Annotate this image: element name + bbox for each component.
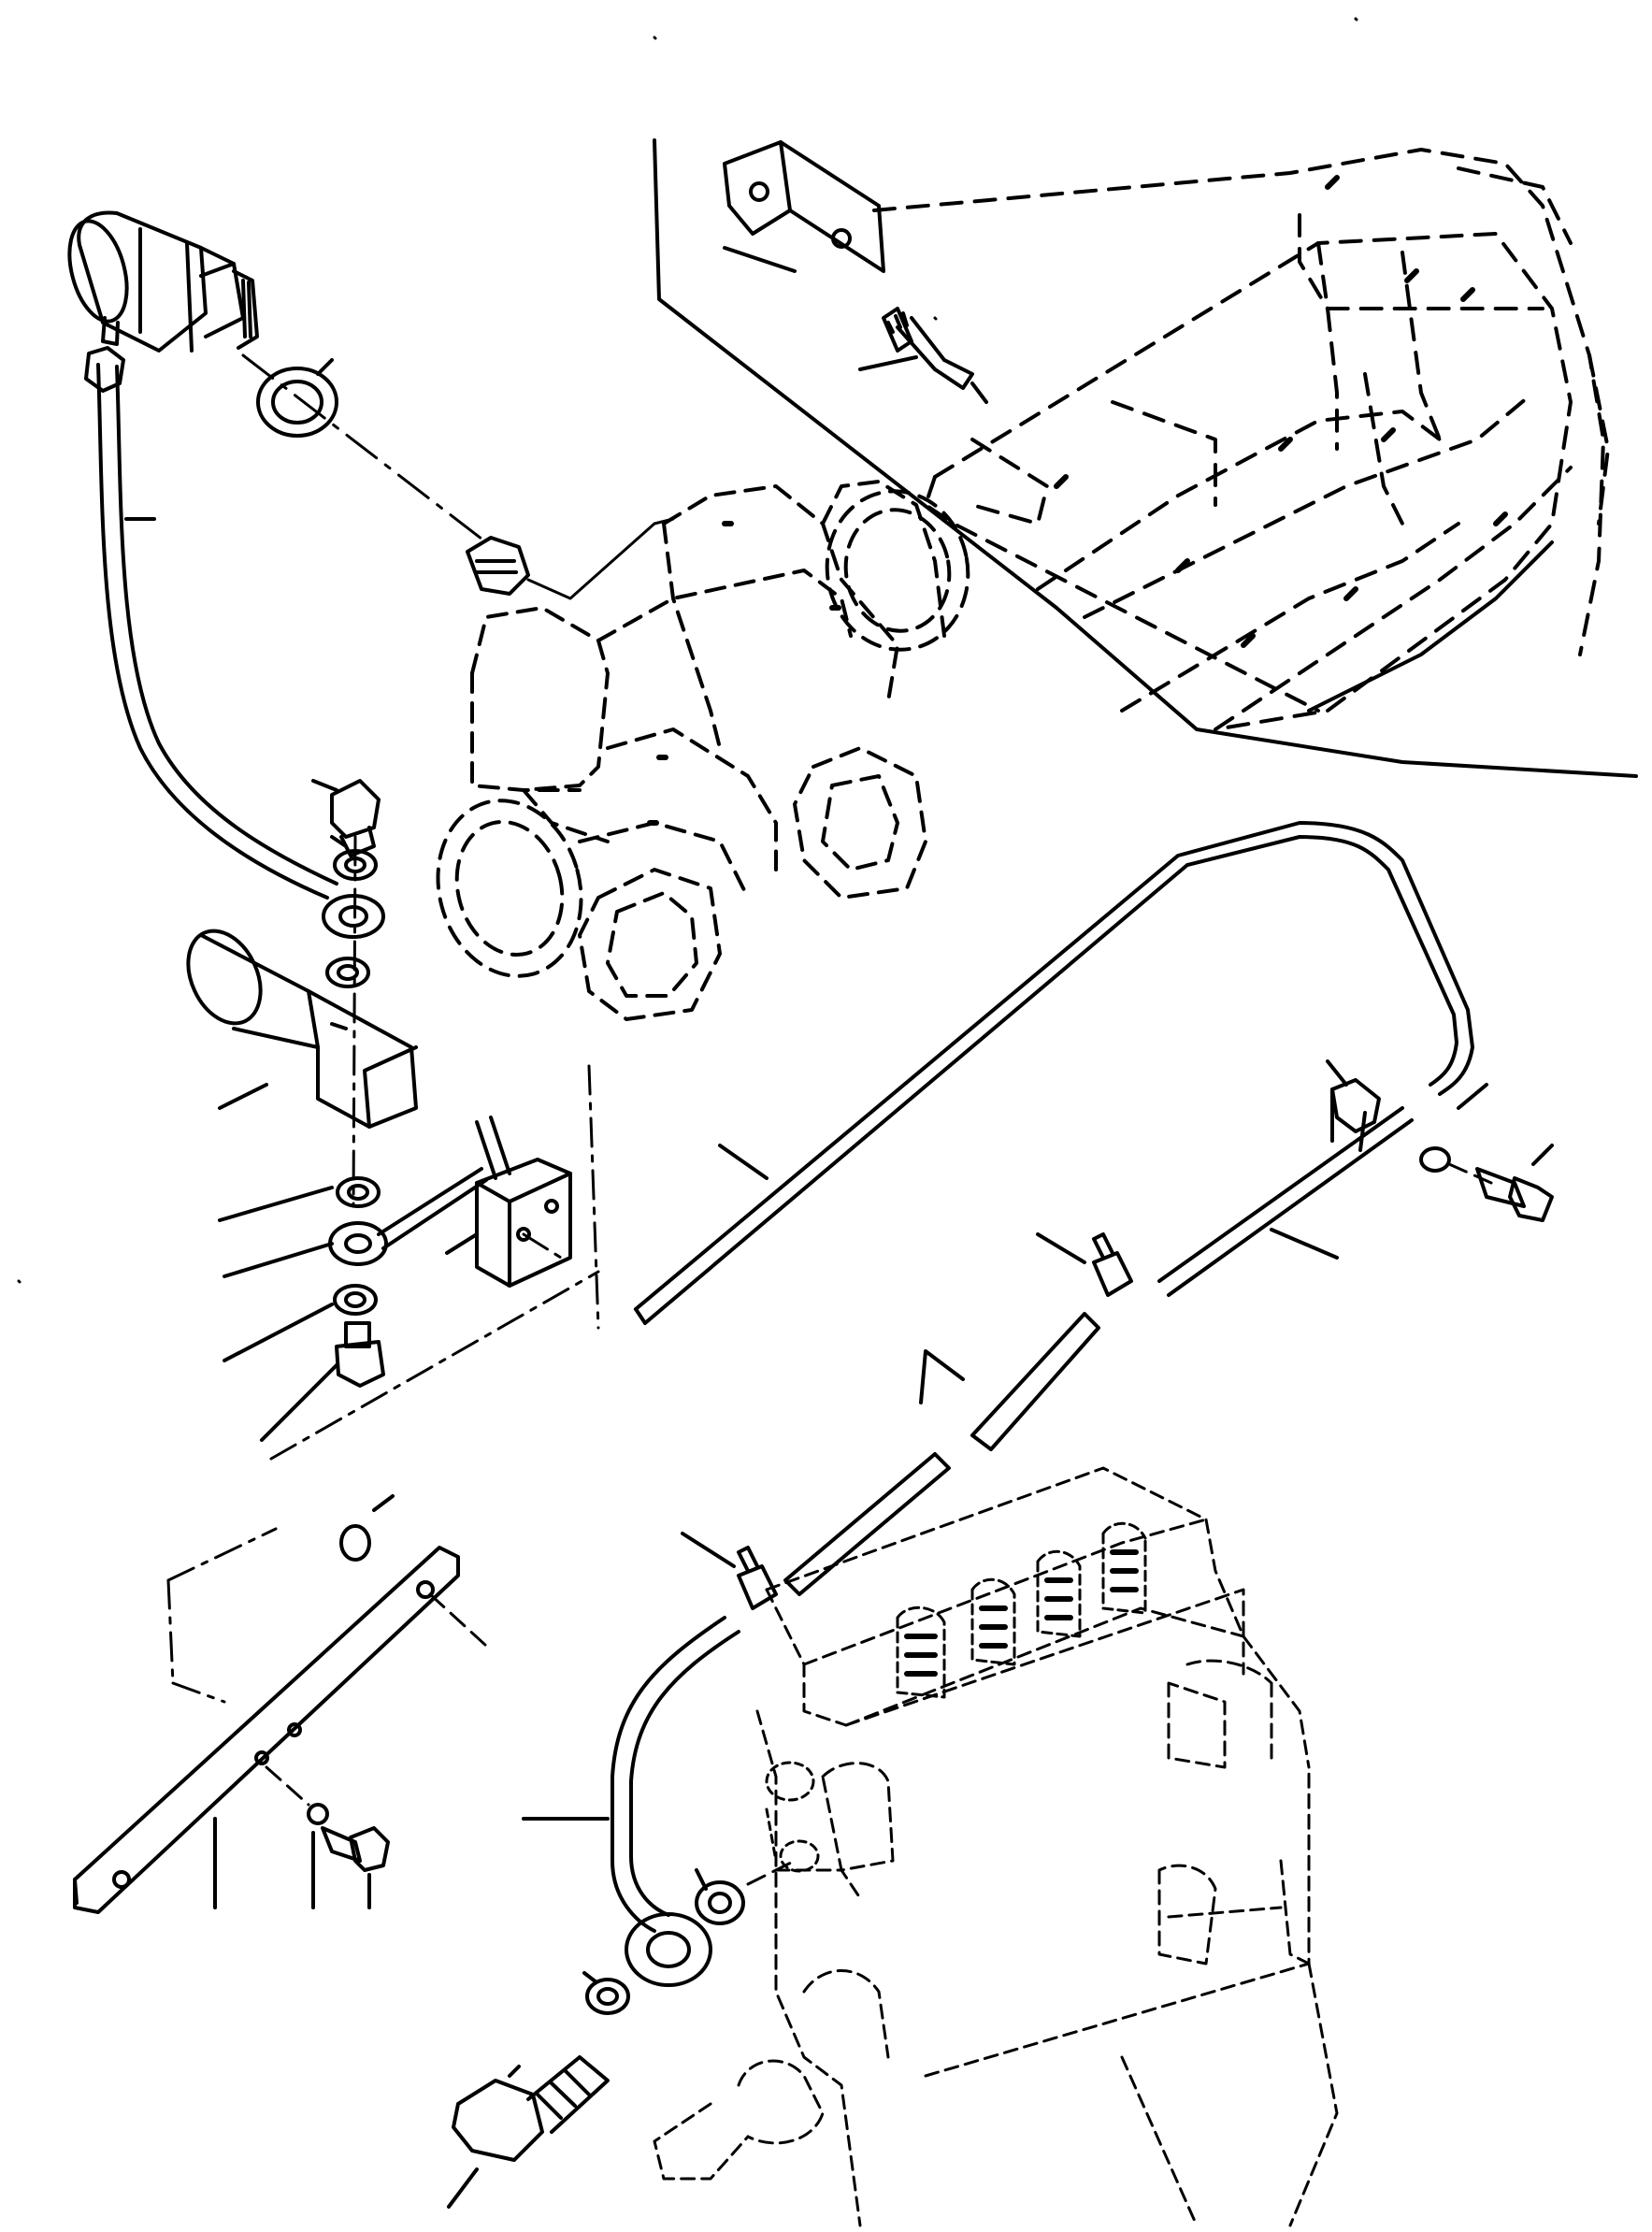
connector-dash-line bbox=[269, 1064, 600, 1461]
l-bracket bbox=[723, 140, 885, 273]
rubber-hose-upper bbox=[970, 1312, 1100, 1451]
hose-clamp-lower bbox=[737, 1546, 778, 1610]
stack-axis-line bbox=[352, 835, 357, 1208]
plate-leader-lines bbox=[213, 1817, 371, 1909]
bolt-leader-line bbox=[447, 2167, 479, 2209]
washer bbox=[333, 1284, 378, 1316]
mounting-plate bbox=[73, 1546, 460, 1914]
housing-boundary-line bbox=[653, 138, 1638, 778]
plate-nut bbox=[339, 1524, 371, 1562]
plate-dashed-outline bbox=[166, 1527, 278, 1704]
clip-bolt-leader-line bbox=[1531, 1144, 1554, 1166]
sender-leader-line bbox=[199, 262, 236, 278]
pipe-nut bbox=[84, 346, 125, 393]
pump-fitting-stub bbox=[765, 1761, 820, 1873]
clamp-leader-line bbox=[681, 1532, 736, 1568]
solenoid-body bbox=[186, 929, 418, 1129]
glow-plug-leader-line bbox=[858, 355, 918, 371]
plate-washer bbox=[307, 1803, 329, 1825]
clip-axis-line bbox=[1447, 1162, 1493, 1185]
bolt-leader-line bbox=[508, 2065, 521, 2078]
stack-leader-lines bbox=[218, 1186, 338, 1442]
bracket-hole bbox=[831, 228, 852, 249]
pump-banjo-eye bbox=[625, 1912, 712, 1987]
pump-washer-leader-line bbox=[582, 1971, 598, 1984]
pump-axis-line bbox=[746, 1859, 797, 1886]
rubber-hose-lower bbox=[783, 1452, 951, 1596]
exhaust-manifold bbox=[436, 480, 970, 1021]
washer-lower bbox=[325, 957, 370, 988]
pipe-section bbox=[1157, 1106, 1414, 1297]
pressure-sender bbox=[67, 210, 259, 353]
nut-leader-line bbox=[372, 1494, 395, 1512]
pump-washer-lower bbox=[585, 1978, 630, 2015]
sender-terminal bbox=[101, 316, 120, 346]
connector-block bbox=[475, 1158, 572, 1288]
banjo-bolt-lower bbox=[335, 1321, 385, 1388]
pipe-clip-bracket bbox=[1330, 1078, 1381, 1152]
manifold-bolt-marks bbox=[647, 521, 841, 826]
scan-specks bbox=[17, 17, 1358, 1284]
hose-clamp-upper bbox=[1092, 1232, 1133, 1297]
bracket-leader-line bbox=[723, 246, 797, 273]
sump-lower-solid-edge bbox=[1307, 540, 1554, 713]
injection-pump bbox=[653, 1466, 1339, 2227]
housing-bolt-marks bbox=[1054, 175, 1508, 648]
feed-pipe-lower bbox=[611, 1616, 740, 1933]
banjo-eye bbox=[322, 894, 385, 939]
delivery-valve-holders bbox=[896, 1521, 1147, 1699]
clamp-leader-line bbox=[1036, 1232, 1086, 1264]
clip-washer bbox=[1419, 1146, 1451, 1173]
banjo-eye-lower bbox=[328, 1221, 388, 1266]
clip-bolt bbox=[1475, 1167, 1554, 1222]
plate-bolt bbox=[321, 1826, 390, 1872]
clip-leader-line bbox=[1326, 1059, 1348, 1087]
plate-axis-line bbox=[265, 1592, 488, 1807]
housing-dashed-outline bbox=[872, 148, 1610, 731]
sealing-washer bbox=[256, 367, 338, 438]
hose-wedge-marker bbox=[919, 1349, 965, 1404]
short-pipe bbox=[377, 1167, 488, 1250]
pump-banjo-bolt bbox=[452, 2055, 610, 2162]
pump-washer bbox=[695, 1880, 745, 1925]
washer-leader-line bbox=[316, 358, 334, 376]
engine-housing-cutaway bbox=[653, 138, 1638, 778]
long-return-pipe bbox=[634, 821, 1474, 1325]
return-pipe-leader-line bbox=[718, 1144, 769, 1180]
solenoid-leader-line bbox=[218, 1083, 268, 1110]
washer-leader-line bbox=[330, 835, 348, 848]
washer bbox=[336, 1176, 381, 1208]
connector-leader-line bbox=[445, 1232, 479, 1255]
manifold-link-line bbox=[526, 517, 675, 600]
glow-plug bbox=[882, 307, 988, 404]
pump-filled-details bbox=[904, 1549, 1139, 1677]
pipe-section-leader-line bbox=[1270, 1228, 1339, 1260]
bracket-hole bbox=[749, 181, 769, 202]
sender-axis-line bbox=[241, 353, 488, 544]
manifold-plug bbox=[466, 536, 530, 596]
bolt-leader-line bbox=[311, 779, 338, 792]
oil-pipe-upper bbox=[84, 346, 338, 900]
pump-washer-leader-line bbox=[695, 1868, 708, 1891]
clip-leader-line bbox=[1457, 1083, 1488, 1110]
